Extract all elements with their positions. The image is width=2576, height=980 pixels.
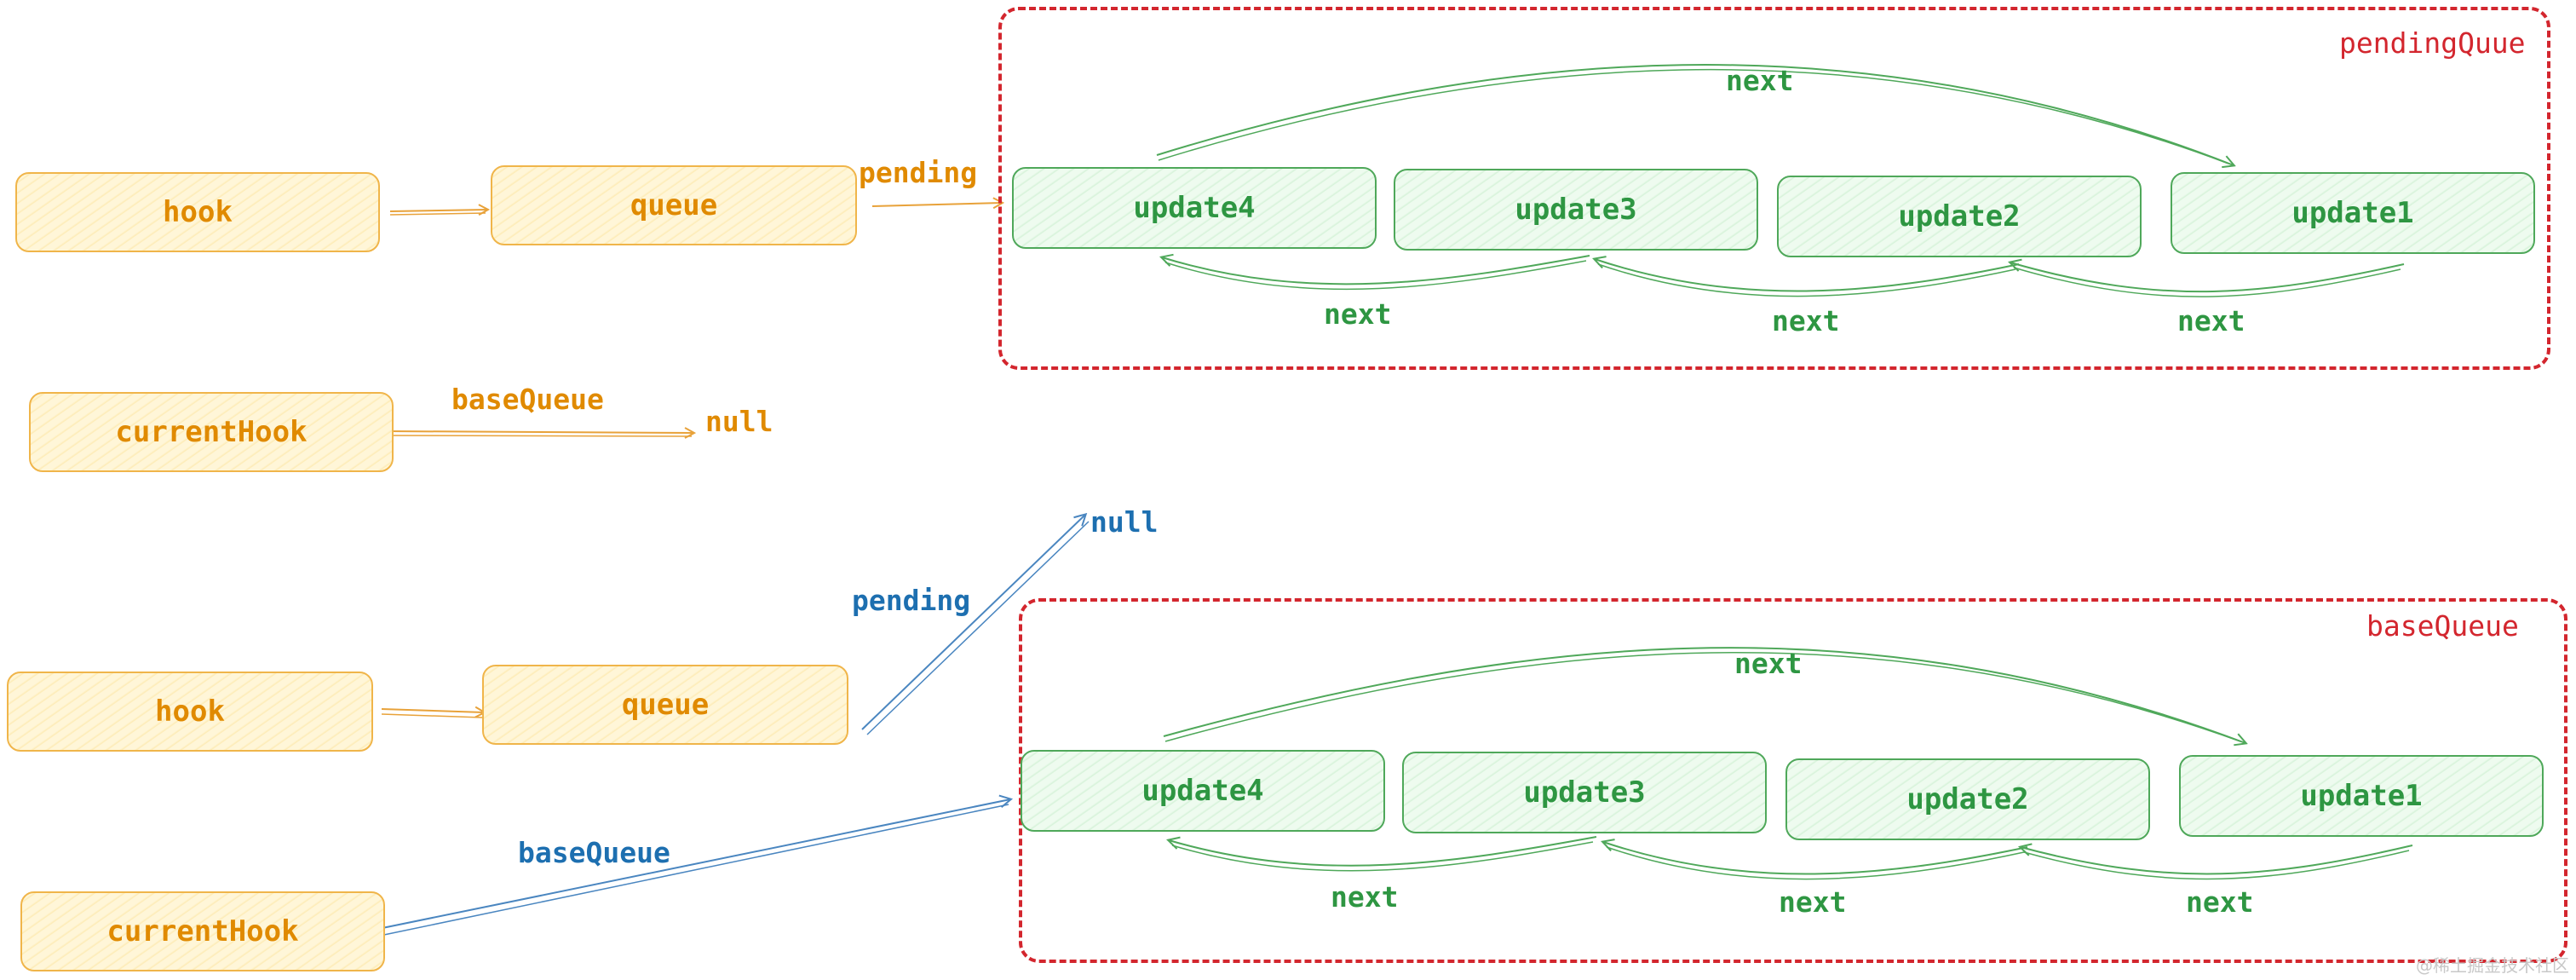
base-queue-label-bottom: baseQueue <box>518 836 670 869</box>
update3-box-top: update3 <box>1394 169 1758 251</box>
arrow-hook-to-queue-bottom <box>381 709 484 712</box>
next-label-bottom-over: next <box>1734 647 1803 680</box>
pending-queue-group <box>998 7 2550 370</box>
pending-queue-title: pendingQuue <box>2339 26 2526 60</box>
update1-box-bottom: update1 <box>2179 755 2544 837</box>
next-label-top-2: next <box>1772 304 1840 337</box>
pending-label-bottom: pending <box>852 584 971 617</box>
null-label-top: null <box>705 405 773 438</box>
update4-box-bottom: update4 <box>1021 750 1385 832</box>
arrow-next-top-1-2 <box>2010 262 2405 293</box>
arrow-next-top-over <box>1156 64 2234 165</box>
hook-box-top: hook <box>15 172 380 252</box>
next-label-bottom-3: next <box>2186 885 2254 919</box>
hook-box-bottom: hook <box>7 672 373 752</box>
update2-box-top: update2 <box>1777 176 2142 257</box>
arrow-next-top-2-3 <box>1595 259 2020 292</box>
update4-box-top: update4 <box>1012 167 1377 249</box>
queue-box-bottom: queue <box>482 665 848 745</box>
next-label-top-1: next <box>1324 297 1392 331</box>
watermark: @稀土掘金技术社区 <box>2416 955 2569 976</box>
arrow-hook-to-queue-top <box>389 210 487 211</box>
queue-box-top: queue <box>491 165 857 245</box>
arrow-queue-pending-bottom <box>861 515 1085 730</box>
arrow-queue-pending-top <box>871 203 1002 206</box>
current-hook-box-top: currentHook <box>29 392 394 472</box>
update2-box-bottom: update2 <box>1785 758 2150 840</box>
arrow-currenthook-basequeue-top <box>384 431 693 433</box>
next-label-bottom-2: next <box>1779 885 1847 919</box>
arrow-next-bottom-2-3 <box>1603 842 2028 875</box>
next-label-bottom-1: next <box>1331 880 1399 914</box>
current-hook-box-bottom: currentHook <box>20 891 385 971</box>
arrow-next-bottom-over <box>1163 647 2245 743</box>
arrow-next-bottom-1-2 <box>2021 845 2413 875</box>
arrow-currenthook-basequeue-bottom <box>377 799 1010 930</box>
null-label-bottom: null <box>1090 505 1159 539</box>
next-label-top-3: next <box>2177 304 2245 337</box>
update1-box-top: update1 <box>2171 172 2535 254</box>
base-queue-title: baseQueue <box>2366 609 2519 643</box>
arrow-next-top-3-4 <box>1162 256 1590 285</box>
pending-label-top: pending <box>859 156 978 189</box>
next-label-top-over: next <box>1726 64 1794 97</box>
update3-box-bottom: update3 <box>1402 752 1767 833</box>
base-queue-label-top: baseQueue <box>451 383 604 416</box>
arrow-next-bottom-3-4 <box>1169 836 1597 867</box>
